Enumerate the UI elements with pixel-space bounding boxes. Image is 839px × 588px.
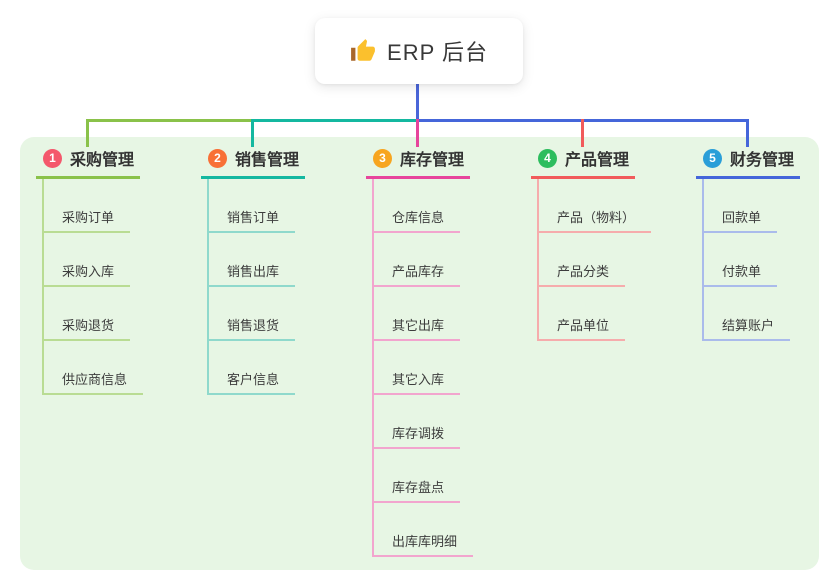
child-node-label: 客户信息: [227, 372, 280, 387]
child-node[interactable]: 产品（物料）: [539, 179, 652, 233]
branch-drop-line-5: [746, 119, 749, 147]
child-node-label: 其它入库: [392, 372, 445, 387]
branch-label-1: 采购管理: [70, 152, 135, 169]
child-node-label: 结算账户: [722, 318, 775, 333]
child-node[interactable]: 销售订单: [209, 179, 296, 233]
child-node[interactable]: 出库库明细: [374, 503, 474, 557]
branch-drop-line-4: [581, 119, 584, 147]
child-node[interactable]: 客户信息: [209, 341, 296, 395]
branch-children-1: 采购订单采购入库采购退货供应商信息: [42, 179, 156, 395]
child-node-label: 库存盘点: [392, 480, 445, 495]
branch-column-5: 5 财务管理回款单付款单结算账户: [696, 146, 816, 341]
branch-number-badge-4: 4: [538, 148, 557, 168]
branch-drop-line-3: [416, 119, 419, 147]
child-node[interactable]: 供应商信息: [44, 341, 144, 395]
rail-segment-2: [251, 119, 416, 122]
child-node[interactable]: 产品分类: [539, 233, 626, 287]
child-node-label: 付款单: [722, 264, 762, 279]
branch-drop-line-2: [251, 119, 254, 147]
branch-column-1: 1 采购管理采购订单采购入库采购退货供应商信息: [36, 146, 156, 395]
child-node-label: 销售出库: [227, 264, 280, 279]
child-node-label: 库存调拨: [392, 426, 445, 441]
child-node[interactable]: 产品单位: [539, 287, 626, 341]
child-node-label: 回款单: [722, 210, 762, 225]
branch-children-2: 销售订单销售出库销售退货客户信息: [207, 179, 321, 395]
child-node-label: 采购订单: [62, 210, 115, 225]
child-node[interactable]: 仓库信息: [374, 179, 461, 233]
child-node-label: 采购入库: [62, 264, 115, 279]
child-node[interactable]: 销售退货: [209, 287, 296, 341]
child-node-label: 其它出库: [392, 318, 445, 333]
child-node[interactable]: 付款单: [704, 233, 778, 287]
child-node[interactable]: 库存调拨: [374, 395, 461, 449]
thumbs-up-icon: [351, 39, 375, 61]
child-node-label: 销售订单: [227, 210, 280, 225]
child-node-label: 产品库存: [392, 264, 445, 279]
root-title: ERP 后台: [387, 40, 488, 65]
branch-column-2: 2 销售管理销售订单销售出库销售退货客户信息: [201, 146, 321, 395]
child-node-label: 仓库信息: [392, 210, 445, 225]
branch-label-3: 库存管理: [400, 152, 465, 169]
child-node-label: 采购退货: [62, 318, 115, 333]
child-node[interactable]: 库存盘点: [374, 449, 461, 503]
child-node-label: 产品单位: [557, 318, 610, 333]
branch-column-3: 3 库存管理仓库信息产品库存其它出库其它入库库存调拨库存盘点出库库明细: [366, 146, 486, 557]
branch-label-2: 销售管理: [235, 152, 300, 169]
branch-children-4: 产品（物料） 产品分类产品单位: [537, 179, 652, 341]
branch-header-2[interactable]: 2 销售管理: [201, 146, 305, 179]
child-node[interactable]: 结算账户: [704, 287, 791, 341]
child-node[interactable]: 采购退货: [44, 287, 131, 341]
child-node[interactable]: 采购订单: [44, 179, 131, 233]
branch-header-4[interactable]: 4 产品管理: [531, 146, 635, 179]
child-node[interactable]: 销售出库: [209, 233, 296, 287]
root-node[interactable]: ERP 后台: [315, 18, 523, 84]
branch-number-badge-3: 3: [373, 148, 392, 168]
branch-header-3[interactable]: 3 库存管理: [366, 146, 470, 179]
child-node[interactable]: 产品库存: [374, 233, 461, 287]
branch-children-5: 回款单付款单结算账户: [702, 179, 816, 341]
child-node[interactable]: 回款单: [704, 179, 778, 233]
branch-number-badge-1: 1: [43, 148, 62, 168]
branch-header-1[interactable]: 1 采购管理: [36, 146, 140, 179]
child-node-label: 出库库明细: [392, 534, 458, 549]
child-node-label: 销售退货: [227, 318, 280, 333]
branch-number-badge-5: 5: [703, 148, 722, 168]
branch-header-5[interactable]: 5 财务管理: [696, 146, 800, 179]
child-node-label: 产品分类: [557, 264, 610, 279]
child-node[interactable]: 其它出库: [374, 287, 461, 341]
child-node[interactable]: 其它入库: [374, 341, 461, 395]
branch-number-badge-2: 2: [208, 148, 227, 168]
branches-panel: [20, 137, 819, 570]
branch-column-4: 4 产品管理产品（物料） 产品分类产品单位: [531, 146, 652, 341]
child-node[interactable]: 采购入库: [44, 233, 131, 287]
rail-segment-1: [86, 119, 251, 122]
branch-drop-line-1: [86, 119, 89, 147]
branch-label-4: 产品管理: [565, 152, 630, 169]
branch-label-5: 财务管理: [730, 152, 795, 169]
child-node-label: 供应商信息: [62, 372, 128, 387]
root-connector-line: [416, 84, 419, 122]
branch-children-3: 仓库信息产品库存其它出库其它入库库存调拨库存盘点出库库明细: [372, 179, 486, 557]
child-node-label: 产品（物料）: [557, 210, 636, 225]
